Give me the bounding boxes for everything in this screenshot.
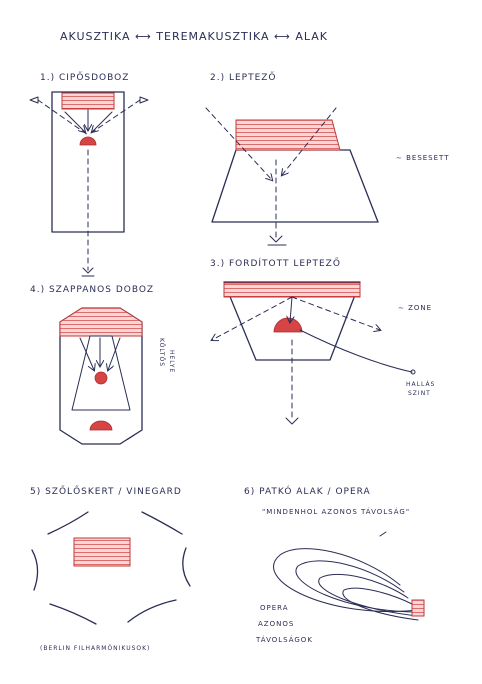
diagram-opera: 6) PATKÓ ALAK / OPERA "MINDENHOL AZONOS …: [244, 485, 424, 644]
soapbox-stage: [60, 308, 142, 336]
listener-marker: [95, 372, 107, 384]
listener-marker-2: [90, 421, 112, 430]
note-hallas: HALLÁS: [406, 381, 435, 388]
horseshoe-tier-4: [343, 588, 418, 620]
note-zone: ∼ ZONE: [398, 304, 432, 312]
diagram-vineyard: 5) SZŐLŐSKERT / VINEGARD (BERLIN FILHARM…: [30, 486, 190, 652]
section-label-5: 5) SZŐLŐSKERT / VINEGARD: [30, 486, 182, 497]
section-label-1: 1.) CIPŐSDOBOZ: [40, 72, 129, 83]
diagram-leptezo: 2.) LEPTEZŐ ∼ BESESETT: [206, 72, 449, 245]
opera-tick: [380, 532, 386, 536]
vineyard-terraces: [32, 512, 190, 624]
note-szint: SZINT: [408, 390, 431, 397]
opera-stage: [412, 600, 424, 616]
section-label-4: 4.) SZAPPANOS DOBOZ: [30, 285, 154, 295]
note-side-2: HELYE: [168, 350, 175, 373]
speaker-left-icon: [30, 97, 38, 103]
vineyard-stage: [74, 538, 130, 566]
note-berlin: (BERLIN FILHARMÓNIKUSOK): [40, 645, 150, 652]
leptezo-outline: [212, 150, 378, 222]
note-opera-1: OPERA: [260, 604, 289, 612]
shoebox-stage: [62, 93, 114, 109]
speaker-right-icon: [140, 97, 148, 103]
dead-zone-line: [300, 330, 412, 372]
section-label-3: 3.) FORDÍTOTT LEPTEZŐ: [210, 257, 341, 269]
listener-marker: [80, 137, 96, 145]
leptezo-stage: [236, 120, 340, 150]
diagram-shoebox: 1.) CIPŐSDOBOZ: [30, 72, 148, 276]
note-opera-3: TÁVOLSÁGOK: [255, 635, 313, 644]
section-label-2: 2.) LEPTEZŐ: [210, 72, 277, 83]
section-label-6: 6) PATKÓ ALAK / OPERA: [244, 485, 371, 497]
listener-marker: [274, 318, 302, 332]
inverted-stage: [224, 283, 360, 297]
diagram-inverted-leptezo: 3.) FORDÍTOTT LEPTEZŐ ∼ ZONE HALLÁS SZIN…: [210, 257, 435, 424]
note-side-1: KÖLTÖS: [158, 338, 165, 367]
note-mindenhol: "MINDENHOL AZONOS TÁVOLSÁG": [262, 507, 410, 516]
diagram-soapbox: 4.) SZAPPANOS DOBOZ KÖLTÖS HELYE: [30, 285, 175, 444]
note-besesett: ∼ BESESETT: [396, 154, 449, 162]
note-opera-2: AZONOS: [258, 620, 294, 628]
page-title: AKUSZTIKA ⟷ TEREMAKUSZTIKA ⟷ ALAK: [60, 30, 328, 43]
